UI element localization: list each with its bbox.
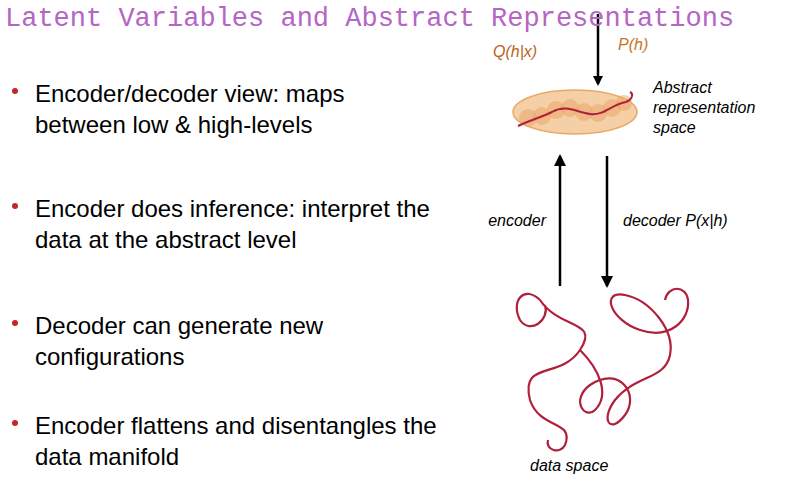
bullet-text: Decoder can generate new configurations [35,310,415,372]
data-manifold [517,289,688,451]
edge-label: encoder [486,212,548,230]
bullet-text: Encoder does inference: interpret the da… [35,193,455,255]
data-space: data space [505,288,700,450]
edge-label: decoder P(x|h) [621,212,730,230]
slide-title: Latent Variables and Abstract Representa… [5,4,734,34]
bullet-text: Encoder/decoder view: maps between low &… [35,78,415,140]
node-heading: data space [530,456,650,476]
bullet-text: Encoder flattens and disentangles the da… [35,410,455,472]
prior-label: P(h) [618,36,648,54]
decoder-arrow [606,156,609,286]
bullet-dot [12,88,18,94]
encoder-arrow [559,156,562,286]
bullet-dot [12,420,18,426]
flattened-manifold [518,92,632,126]
bullet-dot [12,203,18,209]
bullet-dot [12,320,18,326]
node-label: Abstract representation space [653,78,788,138]
latent-space: Q(h|x)Abstract representation space [513,90,637,134]
node-heading: Q(h|x) [493,42,573,62]
latent-ellipse [513,90,637,134]
